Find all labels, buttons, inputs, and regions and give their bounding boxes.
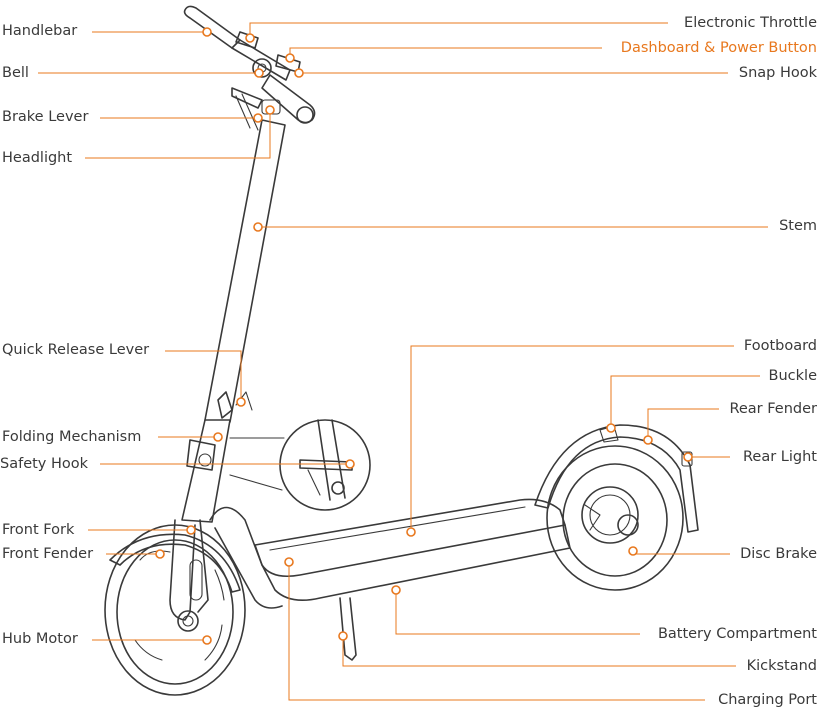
safety-hook-inset xyxy=(229,419,371,511)
label-buckle: Buckle xyxy=(768,368,817,384)
label-rear-fender: Rear Fender xyxy=(729,401,817,417)
kickstand-shape xyxy=(339,597,357,661)
scooter-illustration xyxy=(104,5,699,696)
label-electronic-throttle: Electronic Throttle xyxy=(684,15,817,31)
leader-lines xyxy=(38,22,768,701)
label-folding-mechanism: Folding Mechanism xyxy=(2,429,142,445)
label-battery-compartment: Battery Compartment xyxy=(657,626,817,642)
front-fork-shape xyxy=(169,519,209,621)
label-safety-hook: Safety Hook xyxy=(0,456,89,472)
label-front-fender: Front Fender xyxy=(2,546,94,562)
footboard-shape xyxy=(209,498,571,609)
label-headlight: Headlight xyxy=(2,150,73,166)
rear-fender-shape xyxy=(534,424,699,533)
front-wheel xyxy=(104,524,246,696)
label-hub-motor: Hub Motor xyxy=(2,631,78,647)
stem-shape xyxy=(204,119,286,423)
label-footboard: Footboard xyxy=(743,338,817,354)
label-kickstand: Kickstand xyxy=(746,658,817,674)
rear-wheel xyxy=(546,445,684,591)
front-fender-shape xyxy=(109,533,241,593)
label-handlebar: Handlebar xyxy=(2,23,78,39)
label-snap-hook: Snap Hook xyxy=(738,65,817,81)
label-front-fork: Front Fork xyxy=(2,522,75,538)
marker-dots xyxy=(155,27,693,645)
label-disc-brake: Disc Brake xyxy=(740,546,817,562)
label-brake-lever: Brake Lever xyxy=(2,109,89,125)
label-rear-light: Rear Light xyxy=(743,449,817,465)
label-charging-port: Charging Port xyxy=(718,692,817,708)
label-bell: Bell xyxy=(2,65,29,81)
label-quick-release-lever: Quick Release Lever xyxy=(2,342,150,358)
label-stem: Stem xyxy=(779,218,817,234)
label-dashboard-power-button: Dashboard & Power Button xyxy=(620,40,817,56)
handlebar-shape xyxy=(183,5,316,131)
